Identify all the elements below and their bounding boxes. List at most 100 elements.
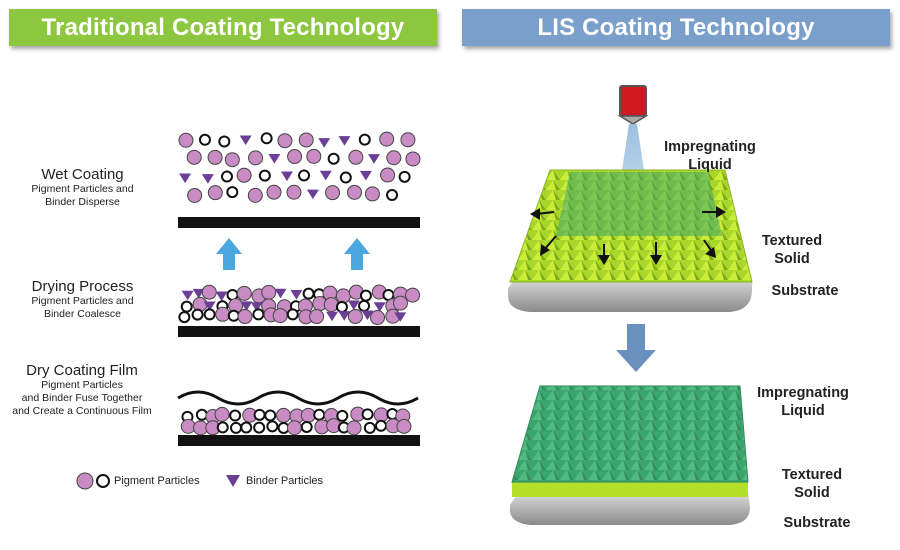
binder-particle-open xyxy=(398,170,411,183)
pigment-particle xyxy=(306,148,322,164)
pigment-particle xyxy=(276,407,292,423)
pigment-particle xyxy=(386,150,402,166)
binder-particle-open xyxy=(339,171,352,184)
pigment-particle xyxy=(396,418,412,434)
binder-particle-open xyxy=(363,421,376,434)
wet-coating-desc-1: Pigment Particles and xyxy=(31,183,134,195)
binder-particle xyxy=(290,289,303,300)
binder-particle xyxy=(250,302,263,312)
binder-particle xyxy=(373,302,386,312)
binder-particle-open xyxy=(375,419,388,432)
top-textured-solid-label: Textured Solid xyxy=(752,232,832,268)
pigment-particle xyxy=(346,420,362,436)
binder-particle xyxy=(361,310,374,321)
binder-particle xyxy=(326,311,339,322)
binder-particle xyxy=(359,170,372,181)
pigment-legend-icon-open xyxy=(96,474,110,488)
binder-particle-open xyxy=(358,133,371,146)
up-arrow-right xyxy=(344,238,370,270)
binder-particle-open xyxy=(203,308,216,321)
pigment-particle xyxy=(347,308,363,324)
binder-particle-open xyxy=(227,309,240,322)
binder-particle xyxy=(318,138,331,148)
dry-coating-film-desc-3: and Create a Continuous Film xyxy=(12,405,152,417)
pigment-particle xyxy=(215,306,231,322)
pigment-particle xyxy=(236,167,252,183)
bottom-textured-solid xyxy=(512,480,748,497)
binder-particle xyxy=(367,154,380,164)
dry-film-substrate xyxy=(178,435,420,446)
binder-particle xyxy=(268,154,281,164)
pigment-particle xyxy=(323,297,339,313)
binder-particle-open xyxy=(252,308,265,321)
pigment-particle xyxy=(272,308,288,324)
bottom-substrate-text: Substrate xyxy=(783,515,851,531)
pigment-particle xyxy=(405,151,421,167)
bottom-textured-solid-label: Textured Solid xyxy=(772,466,852,502)
binder-particle xyxy=(306,189,319,200)
pigment-particle xyxy=(379,131,395,147)
spread-arrows xyxy=(530,206,726,265)
binder-particle-open xyxy=(336,409,349,422)
binder-particle-open xyxy=(220,170,233,183)
pigment-particle xyxy=(224,152,240,168)
binder-particle-open xyxy=(191,308,204,321)
wet-coating-desc-2: Binder Disperse xyxy=(45,196,120,208)
binder-particle-open xyxy=(195,408,208,421)
top-substrate-label: Substrate xyxy=(760,282,850,300)
pigment-legend-icon xyxy=(76,472,94,490)
dry-coating-film-label: Dry Coating Film Pigment Particles and B… xyxy=(6,362,158,418)
pigment-particle xyxy=(348,149,364,165)
pigment-particle xyxy=(400,132,416,148)
pigment-particle xyxy=(207,185,223,201)
binder-particle xyxy=(203,301,216,312)
binder-particle-open xyxy=(264,409,277,422)
binder-particle-open xyxy=(386,189,399,202)
pigment-particle xyxy=(248,150,264,166)
binder-particle-open xyxy=(266,420,279,433)
dry-coating-film-desc-2: and Binder Fuse Together xyxy=(21,392,143,404)
binder-particle xyxy=(192,288,205,299)
binder-particle-open xyxy=(335,300,348,313)
drying-process-desc-1: Pigment Particles and xyxy=(31,295,134,307)
binder-particle-open xyxy=(298,169,311,182)
pigment-particle xyxy=(237,309,253,325)
binder-particle xyxy=(240,301,253,311)
binder-particle-open xyxy=(180,300,193,313)
binder-particle xyxy=(215,291,228,302)
dry-coating-film-title: Dry Coating Film xyxy=(26,362,138,379)
wet-coating-label: Wet Coating Pigment Particles and Binder… xyxy=(10,166,155,209)
binder-particle xyxy=(319,170,332,181)
bottom-substrate xyxy=(510,490,750,525)
binder-particle-open xyxy=(216,421,229,434)
binder-particle xyxy=(179,173,192,184)
binder-particle-open xyxy=(178,311,191,324)
binder-particle-open xyxy=(286,308,299,321)
binder-particle-open xyxy=(240,421,253,434)
binder-legend-label: Binder Particles xyxy=(246,475,324,487)
top-substrate-text: Substrate xyxy=(771,283,839,299)
binder-particle-open xyxy=(218,135,231,148)
binder-particle-open xyxy=(253,421,266,434)
bottom-liquid-line1: Impregnating xyxy=(757,385,849,401)
bottom-impregnating-liquid-label: Impregnating Liquid xyxy=(748,384,858,420)
pigment-particle xyxy=(370,310,386,326)
binder-particle xyxy=(394,312,407,322)
top-solid-line1: Textured xyxy=(761,233,823,249)
drying-particles xyxy=(178,284,421,326)
binder-particle-open xyxy=(358,299,371,312)
pigment-particle xyxy=(325,185,341,201)
pigment-particle xyxy=(364,186,380,202)
binder-particle-open xyxy=(361,408,374,421)
binder-legend-icon xyxy=(226,475,240,487)
binder-particle-open xyxy=(230,421,243,434)
wet-coating-substrate xyxy=(178,217,420,228)
bottom-liquid-film xyxy=(512,386,748,482)
top-liquid-line2: Liquid xyxy=(688,157,732,173)
binder-particle-open xyxy=(327,152,340,165)
pigment-particle xyxy=(266,184,282,200)
top-impregnating-liquid-label: Impregnating Liquid xyxy=(655,138,765,174)
pigment-particle xyxy=(180,418,196,434)
dry-film-particles xyxy=(180,406,412,436)
up-arrow-left xyxy=(216,238,242,270)
